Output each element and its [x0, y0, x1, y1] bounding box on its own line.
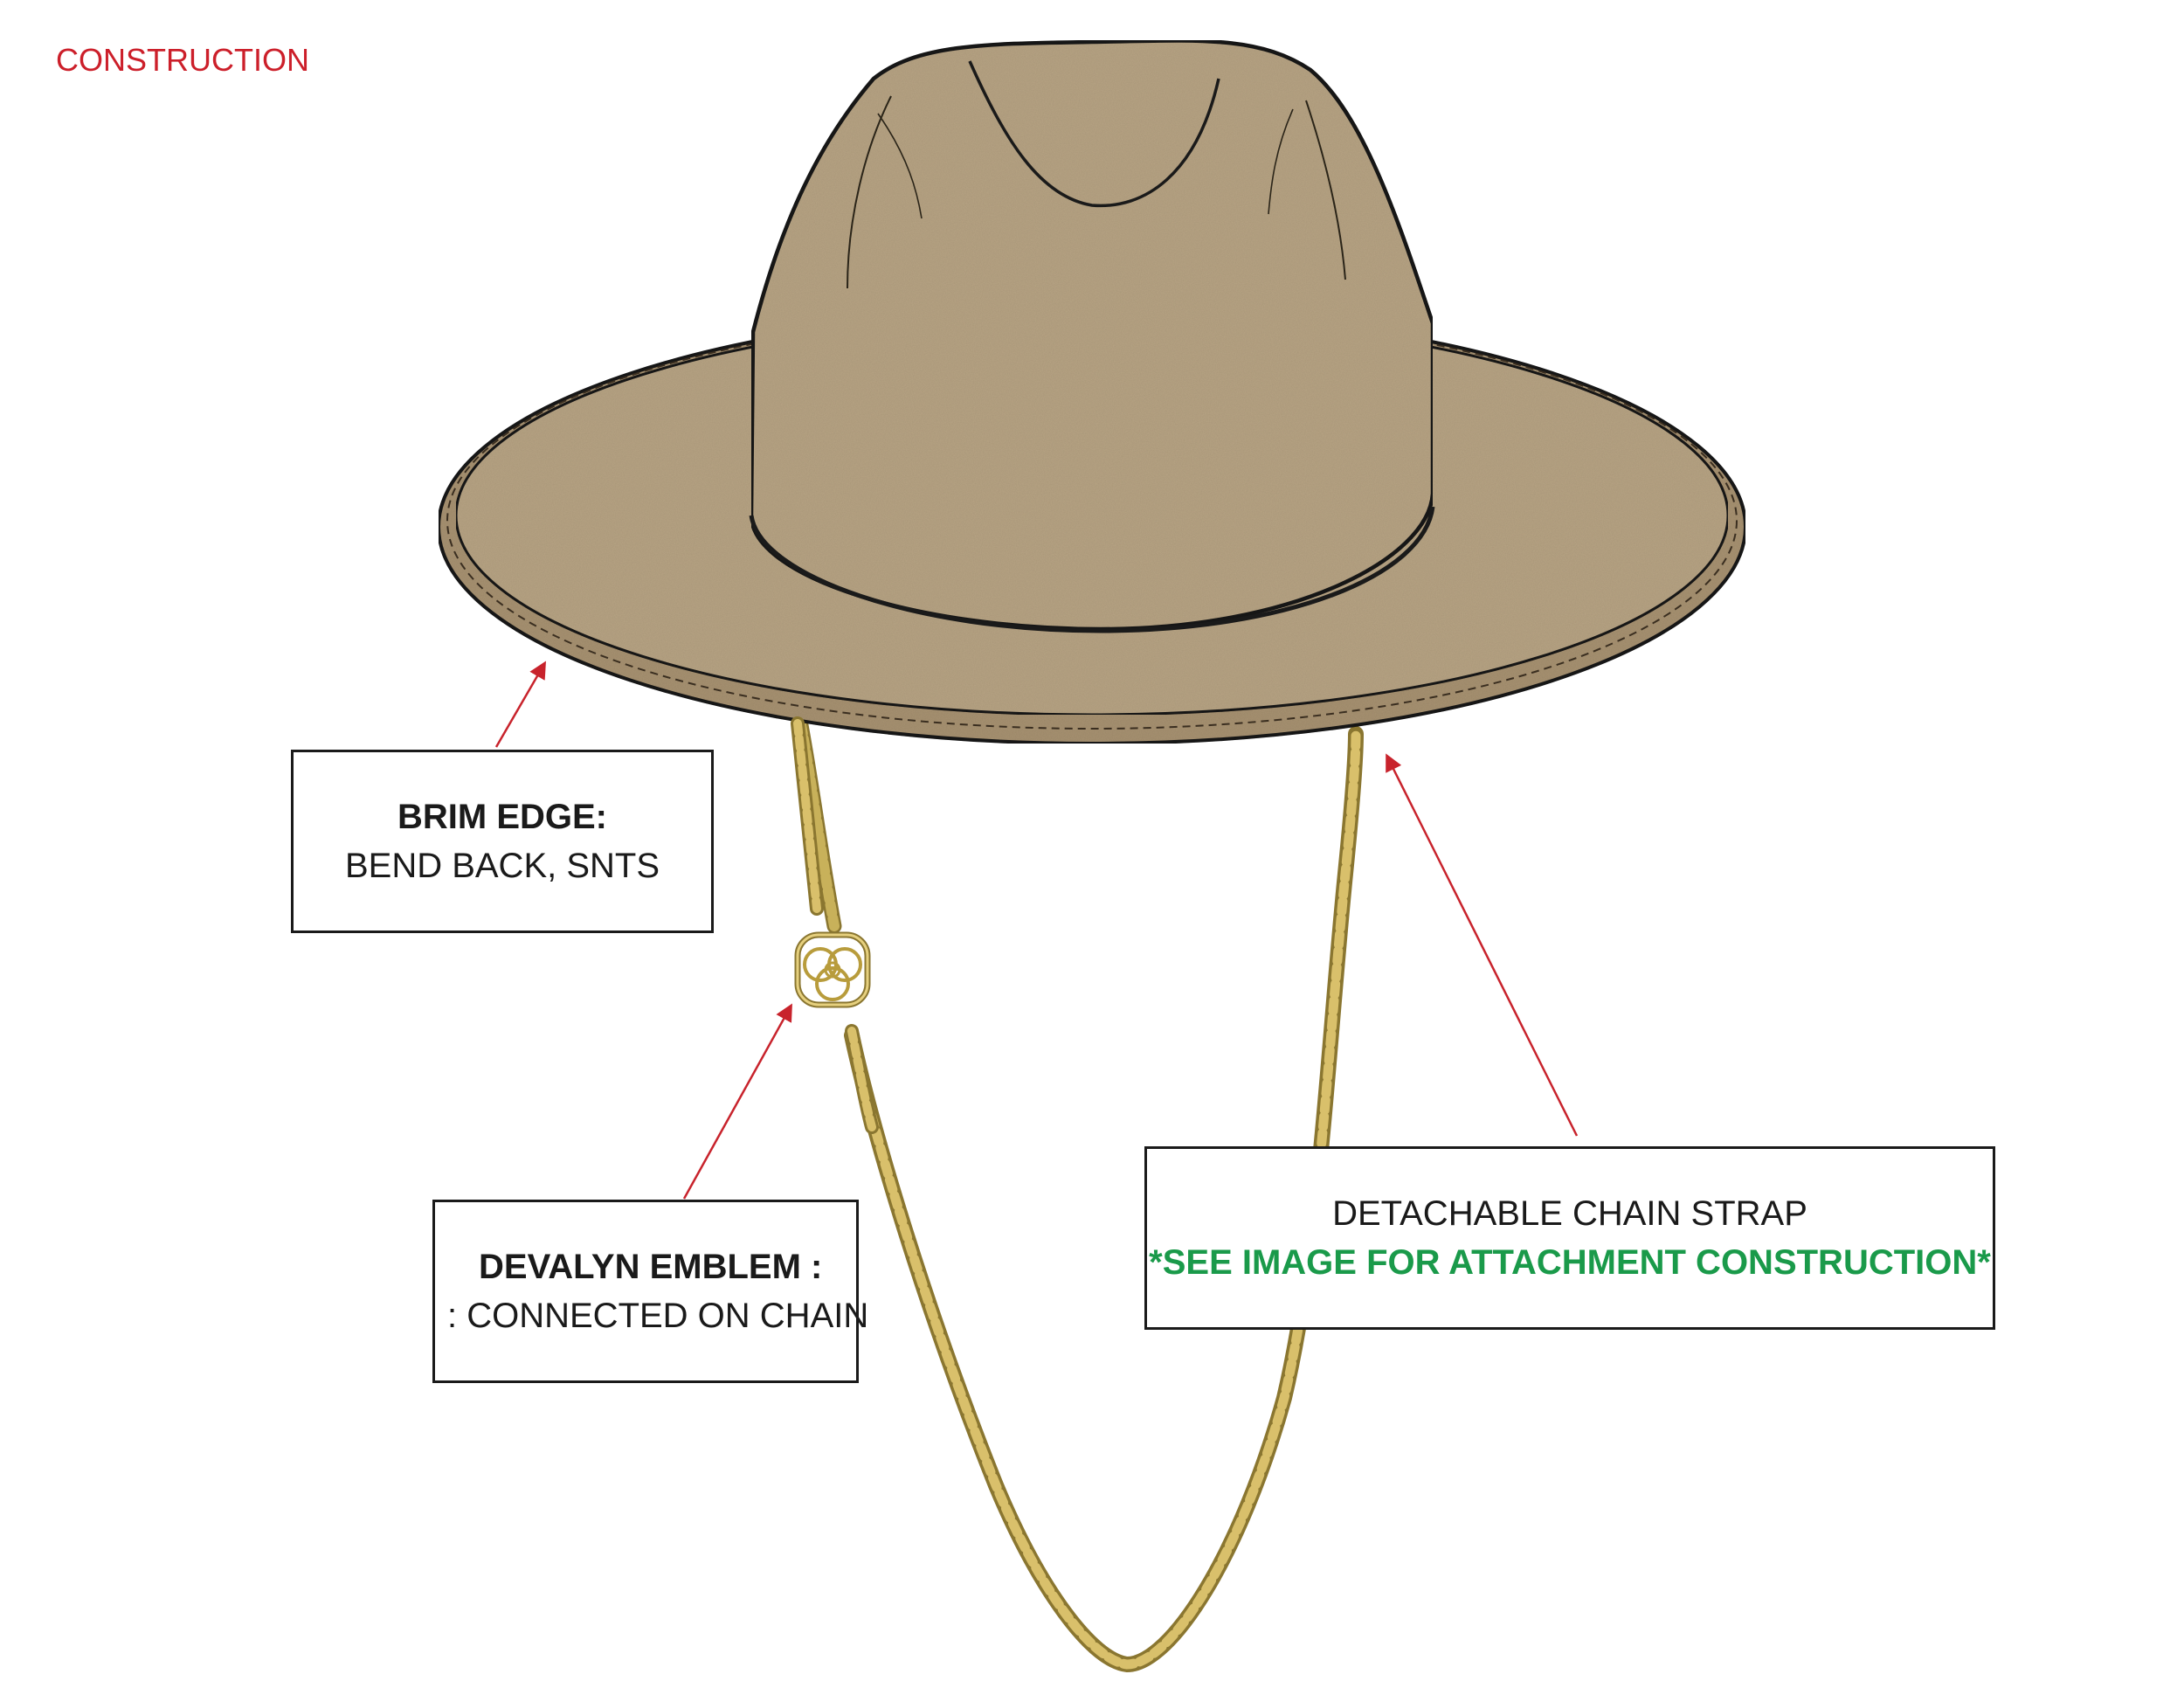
callout-devalyn-emblem: DEVALYN EMBLEM : : CONNECTED ON CHAIN — [432, 1200, 868, 1383]
arrow-emblem — [682, 1003, 792, 1200]
page-title: CONSTRUCTION — [56, 42, 309, 78]
callout-brim-heading: BRIM EDGE: — [397, 798, 607, 836]
callout-brim-edge: BRIM EDGE: BEND BACK, SNTS — [291, 750, 714, 933]
callout-chain-strap: DETACHABLE CHAIN STRAP *SEE IMAGE FOR AT… — [1144, 1146, 1995, 1330]
chain-strap — [793, 717, 1364, 1673]
callout-emblem-heading: DEVALYN EMBLEM : — [479, 1248, 823, 1286]
callout-emblem-body: : CONNECTED ON CHAIN — [447, 1297, 869, 1335]
callout-chain-note: *SEE IMAGE FOR ATTACHMENT CONSTRUCTION* — [1149, 1243, 1991, 1282]
crown-band-line — [749, 506, 1435, 633]
arrow-chain — [1386, 753, 1579, 1137]
callout-arrows — [494, 661, 1579, 1200]
devalyn-emblem-icon — [794, 931, 871, 1008]
callout-chain-heading: DETACHABLE CHAIN STRAP — [1332, 1194, 1807, 1233]
hat-crown — [749, 38, 1435, 633]
chain-strap-front — [791, 716, 879, 1134]
callout-brim-body: BEND BACK, SNTS — [344, 847, 660, 885]
arrow-brim — [494, 661, 547, 748]
crown-pinch — [968, 60, 1220, 208]
